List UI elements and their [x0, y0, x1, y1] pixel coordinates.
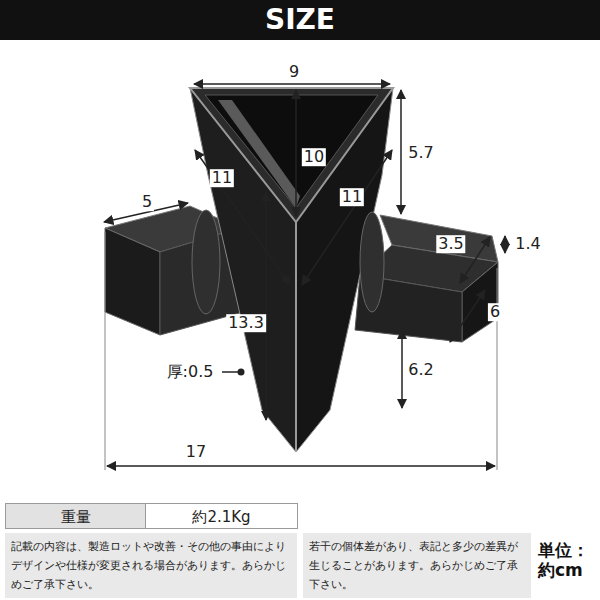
- table-header-cell: 重量: [5, 503, 146, 529]
- dimension-label: 3.5: [436, 235, 465, 253]
- dimension-label: 17: [184, 443, 208, 461]
- dimension-label: 厚:0.5: [165, 363, 216, 381]
- note-box: 若干の個体差があり、表記と多少の差異が生じることがあります。あらかじめご了承下さ…: [303, 533, 531, 598]
- dimension-label: 11: [210, 169, 234, 187]
- dimension-label: 9: [287, 63, 301, 81]
- note-text: 若干の個体差があり、表記と多少の差異が生じることがあります。あらかじめご了承下さ…: [309, 537, 525, 594]
- dimension-label: 5.7: [406, 144, 435, 162]
- dimension-label: 13.3: [226, 314, 266, 332]
- dimension-label: 5: [140, 193, 154, 211]
- unit-note: 単位： 約cm: [538, 540, 596, 581]
- dimension-label: 10: [302, 148, 326, 166]
- table-value-cell: 約2.1Kg: [145, 503, 298, 529]
- note-box: 記載の内容は、製造ロットや改善・その他の事由によりデザインや仕様が変更される場合…: [5, 533, 297, 598]
- dimension-label: 6.2: [406, 361, 435, 379]
- dimension-label: 1.4: [513, 235, 542, 253]
- dimension-label: 11: [340, 188, 364, 206]
- dimension-label: 6: [488, 303, 502, 321]
- title-text: SIZE: [0, 0, 600, 40]
- note-text: 記載の内容は、製造ロットや改善・その他の事由によりデザインや仕様が変更される場合…: [11, 537, 291, 594]
